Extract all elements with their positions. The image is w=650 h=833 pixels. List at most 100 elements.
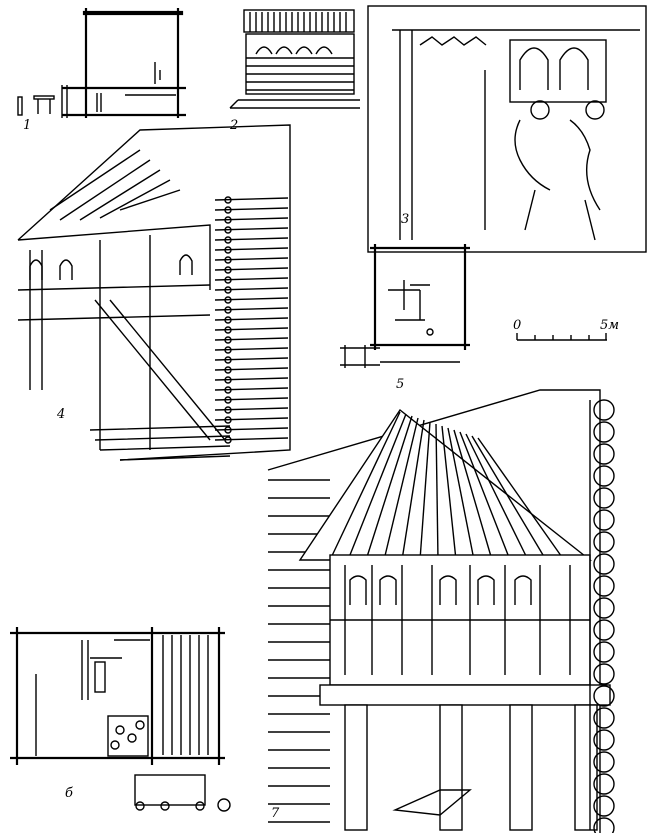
roof-plank	[471, 435, 547, 561]
log-line	[214, 197, 289, 201]
log-end	[224, 326, 232, 334]
log-end	[224, 206, 232, 214]
log-line	[214, 207, 289, 211]
log-end	[224, 216, 232, 224]
roof-plank	[401, 419, 425, 561]
log-end	[593, 751, 615, 773]
log-line	[214, 237, 289, 241]
figure-label-7: 7	[271, 806, 280, 821]
roof-plank	[365, 415, 413, 561]
log-line	[214, 227, 289, 231]
log-end	[224, 286, 232, 294]
log-line	[214, 397, 289, 401]
scale-start-label: 0	[513, 318, 522, 333]
log-end	[593, 773, 615, 795]
figure-7-porch	[267, 389, 615, 833]
roof-plank	[447, 427, 475, 561]
figure-label-2: 2	[230, 118, 239, 133]
log-end	[224, 296, 232, 304]
log-end	[224, 306, 232, 314]
log-end	[593, 443, 615, 465]
figure-label-3: 3	[401, 212, 410, 227]
roof-plank	[383, 417, 419, 561]
log-line	[214, 277, 289, 281]
log-end	[593, 465, 615, 487]
figure-label-6: б	[65, 786, 73, 801]
log-line	[214, 357, 289, 361]
log-line	[214, 437, 289, 441]
log-line	[214, 317, 289, 321]
figure-label-1: 1	[23, 118, 32, 133]
log-end	[593, 553, 615, 575]
log-end	[224, 316, 232, 324]
log-line	[214, 297, 289, 301]
log-line	[214, 217, 289, 221]
log-end	[224, 196, 232, 204]
log-end	[593, 399, 615, 421]
log-line	[214, 417, 289, 421]
log-end	[593, 707, 615, 729]
roof-plank	[435, 423, 439, 561]
figure-4-house	[17, 124, 291, 461]
figure-label-4: 4	[57, 407, 66, 422]
log-line	[214, 407, 289, 411]
log-end	[224, 426, 232, 434]
roof-plank	[453, 429, 493, 561]
log-line	[214, 337, 289, 341]
log-end	[224, 246, 232, 254]
log-end	[224, 376, 232, 384]
log-end	[593, 795, 615, 817]
log-end	[593, 619, 615, 641]
log-end	[593, 817, 615, 833]
log-line	[214, 267, 289, 271]
log-end	[593, 575, 615, 597]
log-end	[593, 641, 615, 663]
log-end	[224, 346, 232, 354]
figure-6-plan	[10, 627, 231, 812]
roof-plank	[459, 431, 511, 561]
log-end	[593, 509, 615, 531]
log-line	[214, 387, 289, 391]
log-line	[214, 307, 289, 311]
figure-3-miniature	[367, 5, 647, 253]
log-end	[224, 236, 232, 244]
log-end	[224, 276, 232, 284]
log-end	[593, 729, 615, 751]
roof-plank	[465, 433, 529, 561]
log-end	[224, 336, 232, 344]
roof-plank	[419, 421, 431, 561]
log-end	[593, 685, 615, 707]
log-line	[214, 287, 289, 291]
log-end	[224, 356, 232, 364]
log-line	[214, 427, 289, 431]
log-end	[593, 487, 615, 509]
log-end	[224, 416, 232, 424]
roof-plank	[347, 413, 407, 561]
figure-1-plan	[17, 8, 186, 118]
scale-bar	[516, 333, 607, 341]
log-line	[214, 377, 289, 381]
log-end	[224, 256, 232, 264]
log-line	[214, 257, 289, 261]
log-line	[214, 367, 289, 371]
log-end	[224, 396, 232, 404]
log-end	[224, 266, 232, 274]
log-end	[593, 663, 615, 685]
figure-5-plan	[340, 244, 470, 368]
log-end	[593, 531, 615, 553]
log-line	[214, 247, 289, 251]
log-end	[224, 366, 232, 374]
scale-end-label: 5м	[600, 318, 620, 333]
roof-plank	[441, 425, 457, 561]
log-end	[224, 226, 232, 234]
figure-label-5: 5	[396, 377, 405, 392]
log-line	[214, 347, 289, 351]
log-end	[593, 597, 615, 619]
figure-2-facade	[229, 9, 360, 109]
log-end	[593, 421, 615, 443]
roof-plank	[329, 411, 401, 561]
log-end	[224, 386, 232, 394]
roof-plank	[477, 437, 565, 561]
log-end	[224, 406, 232, 414]
